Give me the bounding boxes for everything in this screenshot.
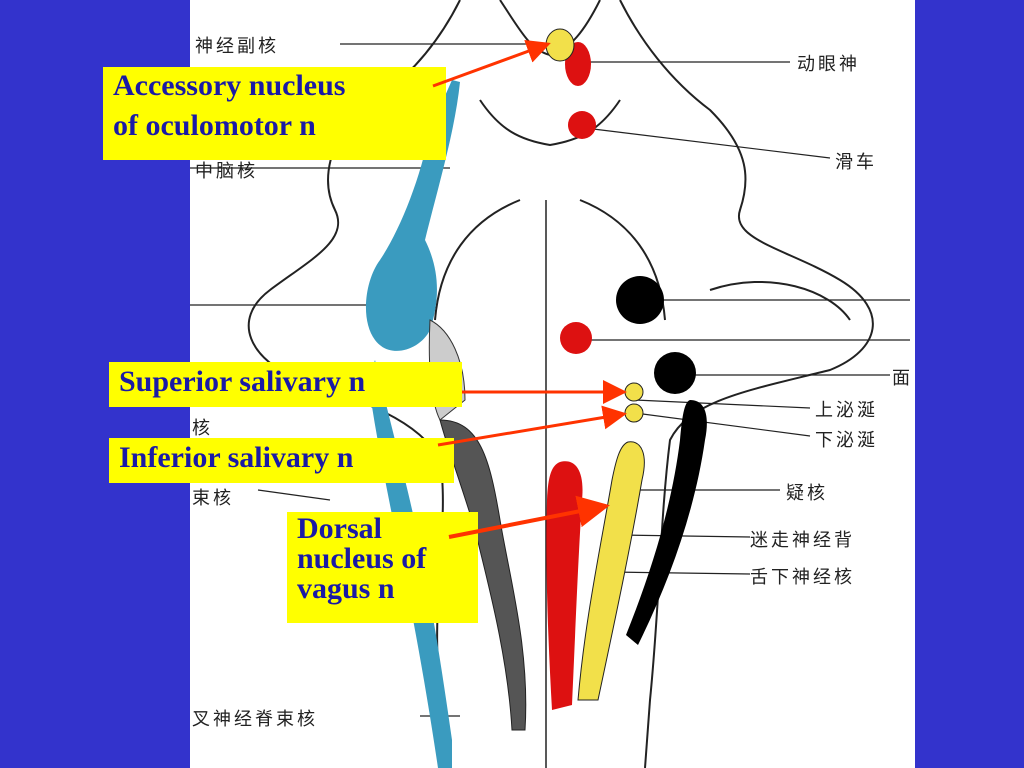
nucleus-ambiguus <box>626 400 707 645</box>
label-cn-trochlear: 滑车 <box>835 152 877 173</box>
brainstem-drawing <box>190 0 910 768</box>
label-inferior-salivary: Inferior salivary n <box>109 438 454 483</box>
label-cn-superior-salivary: 上泌涎 <box>815 400 878 421</box>
label-superior-salivary: Superior salivary n <box>109 362 462 407</box>
label-cn-tract: 束核 <box>192 488 234 509</box>
midbrain-outline-right <box>619 0 874 768</box>
trigeminal-motor-nucleus <box>616 276 664 324</box>
cerebellar-outline <box>709 281 851 321</box>
trochlear-nucleus <box>568 111 596 139</box>
label-dorsal-line1: Dorsal <box>297 512 382 545</box>
label-cn-dorsal-vagal: 迷走神经背 <box>750 530 855 551</box>
label-dorsal-line3: vagus n <box>297 572 395 605</box>
label-cn-hypoglossal: 舌下神经核 <box>750 567 855 588</box>
inferior-salivary-nucleus <box>624 403 644 423</box>
label-accessory-line2: of oculomotor n <box>113 109 316 142</box>
label-cn-inferior-salivary: 下泌涎 <box>815 430 878 451</box>
label-cn-ambiguus: 疑核 <box>786 483 828 504</box>
trigeminal-nucleus <box>365 80 460 768</box>
pons-outline-left <box>434 199 521 321</box>
label-cn-accessory: 神经副核 <box>195 36 279 57</box>
peduncle-outline <box>479 99 621 147</box>
label-accessory-line1: Accessory nucleus <box>113 69 346 102</box>
label-cn-oculomotor: 动眼神 <box>797 54 860 75</box>
label-accessory-nucleus: Accessory nucleus of oculomotor n <box>103 67 446 160</box>
label-cn-mesencephalic: 中脑核 <box>195 161 258 182</box>
dorsal-vagal-nucleus <box>577 441 645 701</box>
hypoglossal-nucleus <box>546 461 583 710</box>
label-cn-left-mid2: 核 <box>192 418 213 439</box>
label-cn-facial: 面 <box>892 368 913 389</box>
superior-salivary-nucleus <box>624 382 644 402</box>
label-dorsal-vagus: Dorsal nucleus of vagus n <box>287 512 478 623</box>
label-dorsal-line2: nucleus of <box>297 542 427 575</box>
label-cn-spinal-trigeminal: 叉神经脊束核 <box>192 709 318 730</box>
accessory-oculomotor-nucleus <box>545 28 575 62</box>
facial-nucleus <box>654 352 696 394</box>
abducens-nucleus <box>560 322 592 354</box>
